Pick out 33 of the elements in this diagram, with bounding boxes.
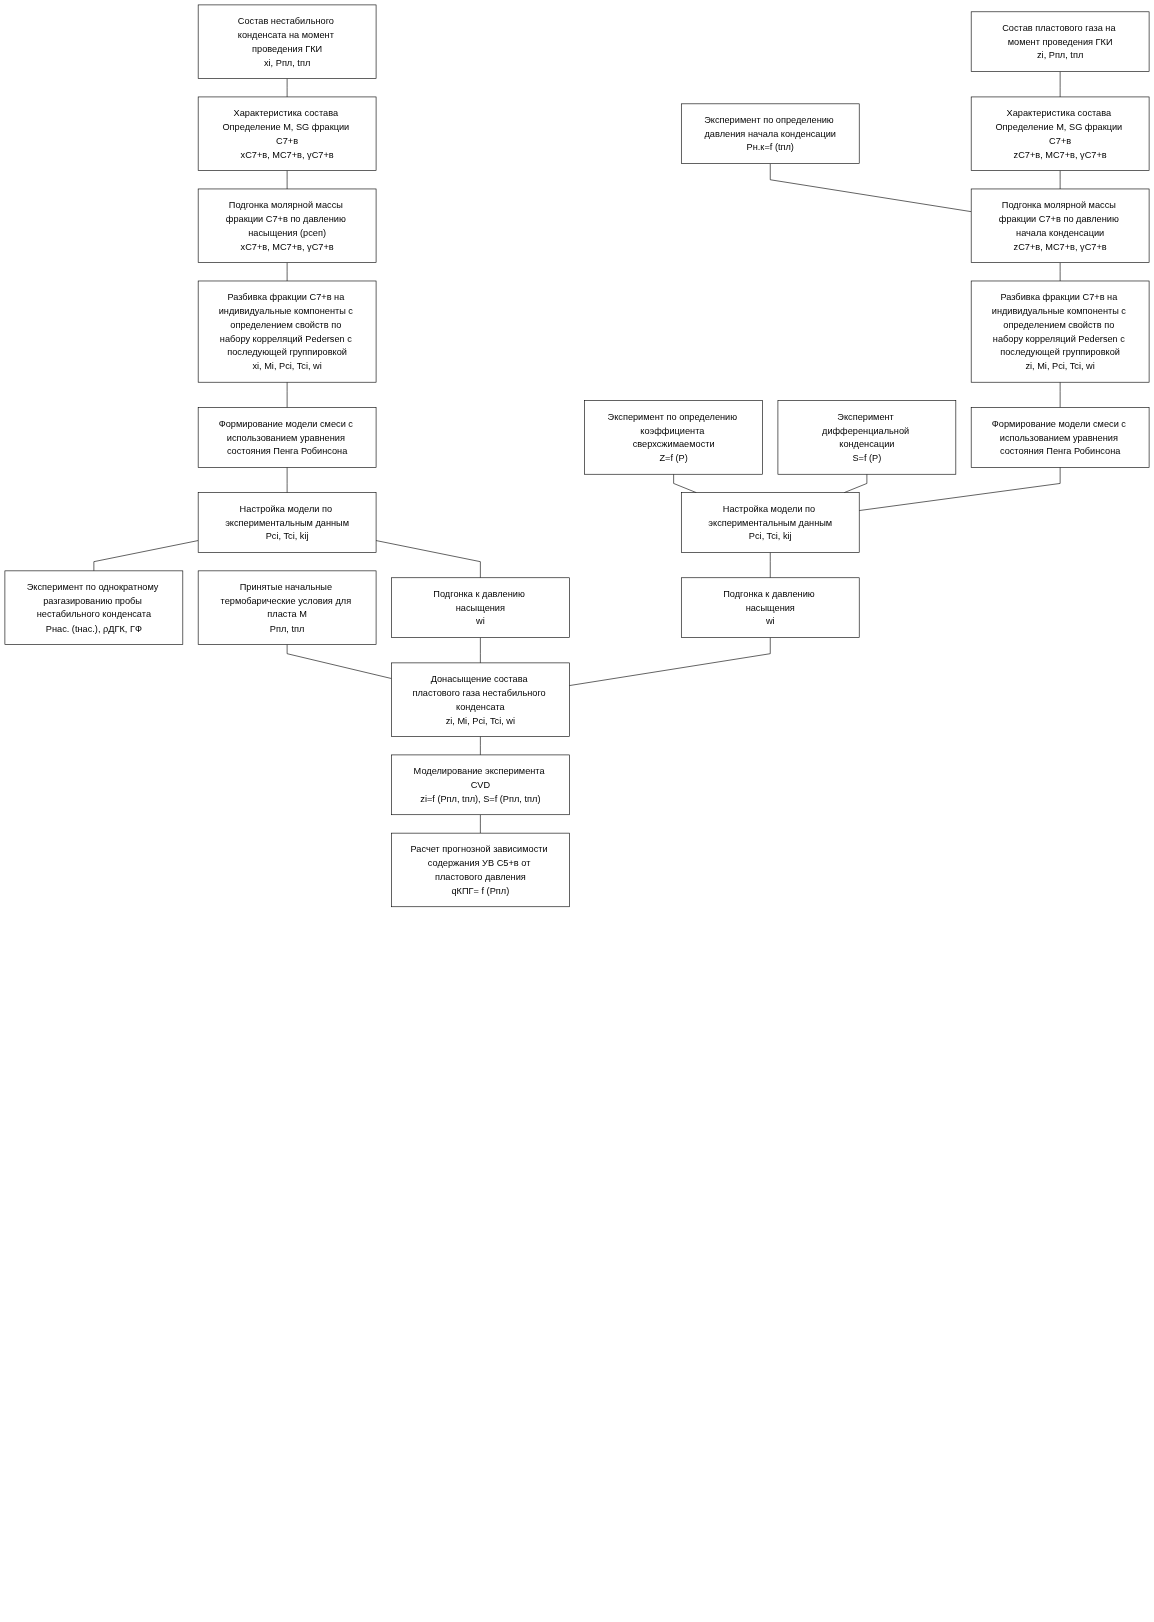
node-box: Настройка модели по экспериментальным данным Pci, Tci, kij <box>681 492 860 553</box>
node-box: Эксперимент дифференциальной конденсации S=f (P) <box>777 400 957 475</box>
node-box: Моделирование эксперимента CVD zi=f (Pпл, tпл), S=f (Pпл, tпл) <box>391 754 570 816</box>
connector <box>286 467 288 493</box>
node-box: Характеристика состава Определение M, SG фракции C7+в xC7+в, MC7+в, γC7+в <box>197 96 377 171</box>
node-box: Формирование модели смеси с использованием уравнения состояния Пенга Робинсона <box>970 407 1150 468</box>
node-box: Разбивка фракции C7+в на индивидуальные компоненты с определением свойств по набору корреляций Pedersen с последующей группировкой zi, Mi, Pci, Tci, wi <box>970 280 1150 383</box>
node-box: Подгонка молярной массы фракции C7+в по давлению начала конденсации zC7+в, MC7+в, γC7+в <box>970 188 1150 263</box>
connector <box>858 467 1061 511</box>
node-box: Разбивка фракции C7+в на индивидуальные компоненты с определением свойств по набору корреляций Pedersen с последующей группировкой xi, Mi, Pci, Tci, wi <box>197 280 377 383</box>
node-box: Состав нестабильного конденсата на момент проведения ГКИ xi, Pпл, tпл <box>197 4 377 79</box>
connector <box>286 644 392 679</box>
connector <box>286 381 288 408</box>
connector <box>769 163 972 212</box>
connector <box>769 552 771 579</box>
connector <box>375 540 481 579</box>
connector <box>1059 381 1061 408</box>
node-box: Характеристика состава Определение M, SG фракции C7+в zC7+в, MC7+в, γC7+в <box>970 96 1150 171</box>
node-box: Расчет прогнозной зависимости содержания УВ C5+в от пластового давления qКПГ= f (Pпл) <box>391 832 570 908</box>
node-box: Эксперимент по определению давления начала конденсации Pн.к=f (tпл) <box>681 103 860 164</box>
connector <box>480 637 481 664</box>
node-box: Подгонка молярной массы фракции C7+в по давлению насыщения (pсеп) xC7+в, MC7+в, γC7+в <box>197 188 377 263</box>
node-box: Подгонка к давлению насыщения wi <box>391 577 570 638</box>
node-box: Эксперимент по определению коэффициента сверхсжимаемости Z=f (P) <box>584 400 763 475</box>
node-box: Формирование модели смеси с использованием уравнения состояния Пенга Робинсона <box>197 407 377 468</box>
connector <box>480 736 481 756</box>
connector <box>569 637 771 686</box>
node-box: Донасыщение состава пластового газа нестабильного конденсата zi, Mi, Pci, Tci, wi <box>391 662 570 737</box>
node-box: Принятые начальные термобарические условия для пласта М Pпл, tпл <box>197 570 377 645</box>
node-box: Настройка модели по экспериментальным данным Pci, Tci, kij <box>197 492 377 553</box>
node-box: Эксперимент по однократному разгазированию пробы нестабильного конденсата Pнас. (tнас.), ρДГК, ГФ <box>4 570 184 645</box>
node-box: Состав пластового газа на момент проведения ГКИ zi, Pпл, tпл <box>970 11 1150 72</box>
node-box: Подгонка к давлению насыщения wi <box>681 577 860 638</box>
